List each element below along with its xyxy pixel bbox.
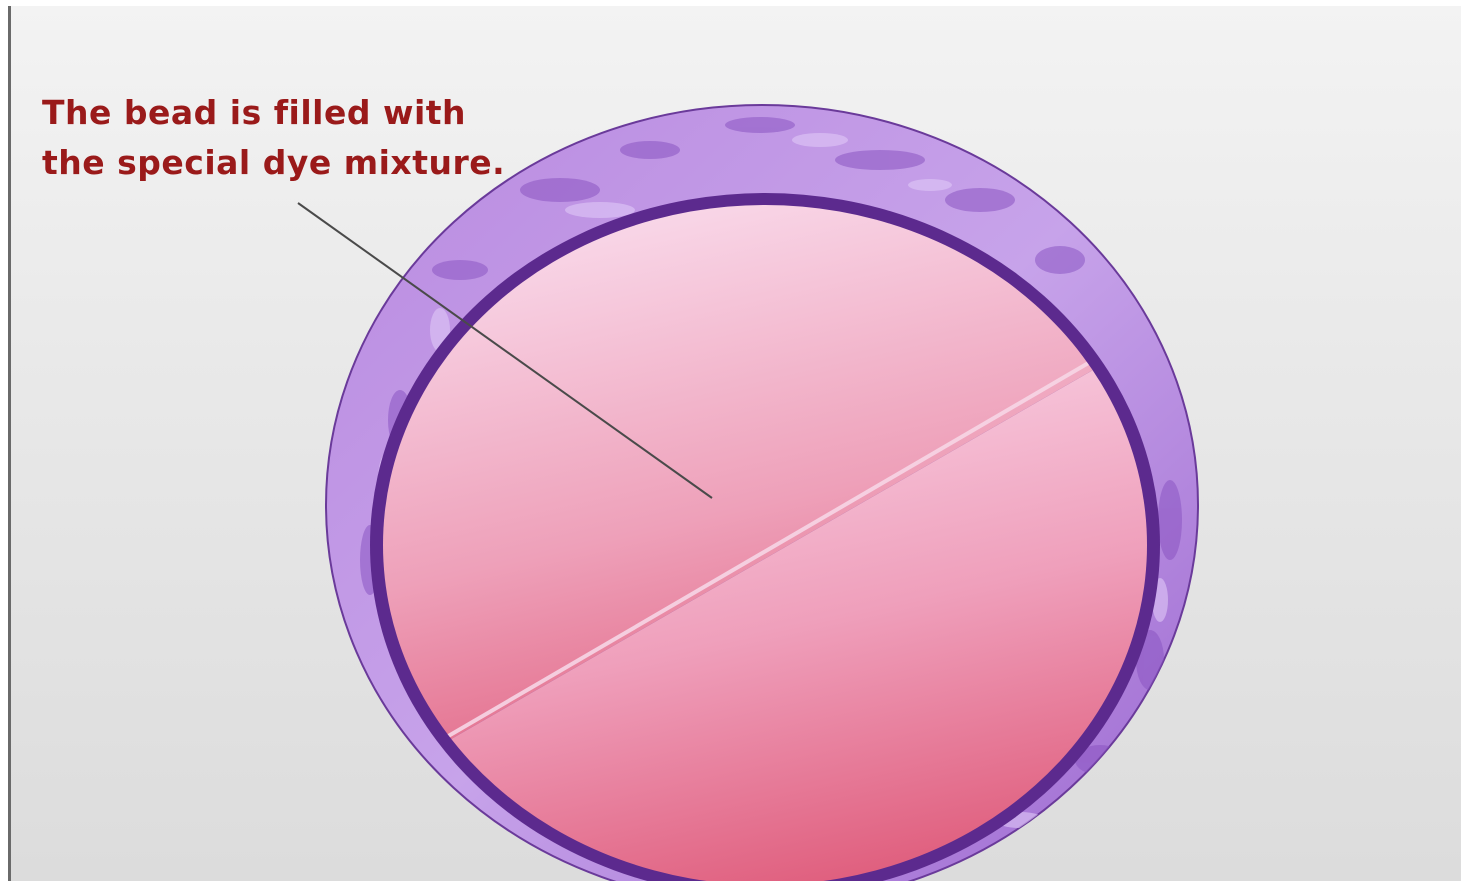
annotation-line-1: The bead is filled with	[42, 88, 602, 138]
annotation-line-2: the special dye mixture.	[42, 138, 602, 188]
annotation-label: The bead is filled with the special dye …	[42, 88, 602, 188]
